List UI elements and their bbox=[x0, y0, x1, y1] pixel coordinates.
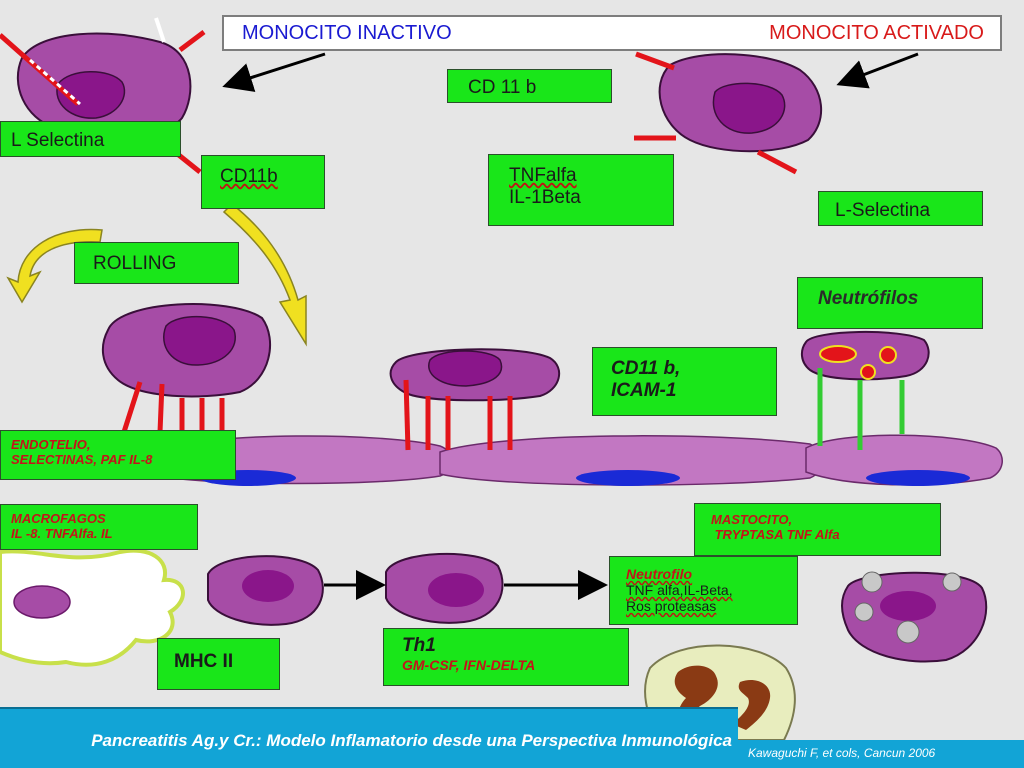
arrow-to-inactive bbox=[222, 52, 326, 92]
label-th1: Th1 GM-CSF, IFN-DELTA bbox=[383, 628, 629, 686]
adhering-monocyte-cell bbox=[389, 348, 561, 451]
rolling-arrows bbox=[6, 202, 307, 347]
label-rolling: ROLLING bbox=[74, 242, 239, 284]
arrow-to-activated bbox=[836, 52, 919, 89]
credit-banner: Kawaguchi F, et cols, Cancun 2006 bbox=[738, 740, 1024, 768]
label-endotelio: ENDOTELIO, SELECTINAS, PAF IL-8 bbox=[0, 430, 236, 480]
label-mastocito: MASTOCITO, TRYPTASA TNF Alfa bbox=[694, 503, 941, 556]
endothelium-layer bbox=[159, 434, 1003, 486]
title-inactive-monocyte: MONOCITO INACTIVO bbox=[242, 22, 452, 44]
footer-banner: Pancreatitis Ag.y Cr.: Modelo Inflamator… bbox=[0, 707, 738, 768]
neutrophil-cell bbox=[800, 331, 930, 450]
label-macrofagos: MACROFAGOS IL -8. TNFAlfa. IL bbox=[0, 504, 198, 550]
label-neutrofilos: Neutrófilos bbox=[797, 277, 983, 329]
label-tnf-il1: TNFalfa IL-1Beta bbox=[488, 154, 674, 226]
header-banner: MONOCITO INACTIVO MONOCITO ACTIVADO bbox=[222, 15, 1002, 51]
monocyte-cell-1 bbox=[207, 555, 324, 626]
label-l-selectina-left: L Selectina bbox=[0, 121, 181, 157]
label-cd11b-left: CD11b bbox=[201, 155, 325, 209]
label-mhc-ii: MHC II bbox=[157, 638, 280, 690]
mastocyte-cell bbox=[841, 571, 988, 663]
credit-text: Kawaguchi F, et cols, Cancun 2006 bbox=[748, 746, 936, 760]
label-cd11b-icam: CD11 b, ICAM-1 bbox=[592, 347, 777, 416]
label-l-selectina-right: L-Selectina bbox=[818, 191, 983, 226]
label-neutrofilo: Neutrofilo TNF alfa,IL-Beta, Ros proteas… bbox=[609, 556, 798, 625]
footer-title: Pancreatitis Ag.y Cr.: Modelo Inflamator… bbox=[91, 731, 732, 750]
activated-monocyte-cell bbox=[634, 51, 823, 175]
macrophage-cell bbox=[0, 548, 185, 667]
label-cd11b-top: CD 11 b bbox=[447, 69, 612, 103]
inactive-monocyte-cell bbox=[0, 17, 206, 174]
rolling-monocyte-cell bbox=[101, 303, 272, 433]
title-activated-monocyte: MONOCITO ACTIVADO bbox=[769, 22, 984, 44]
monocyte-cell-2 bbox=[385, 552, 504, 624]
